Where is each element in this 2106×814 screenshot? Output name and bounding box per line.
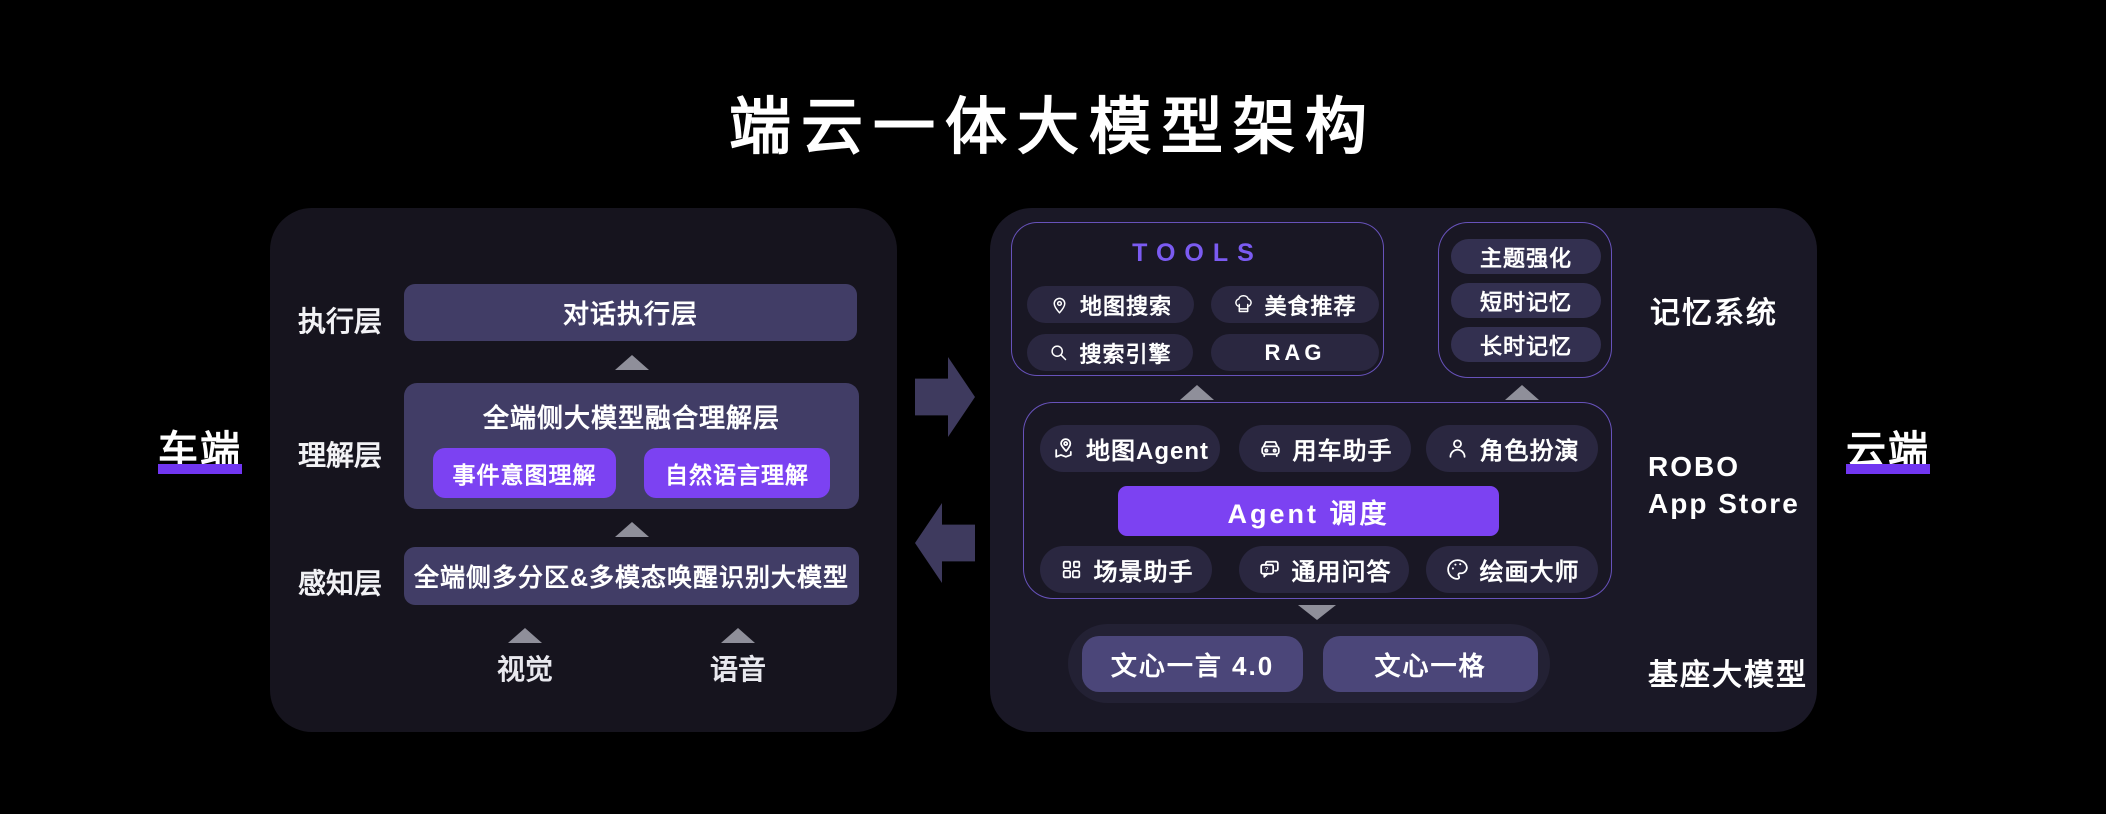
map-agent-label: 地图Agent [1086, 438, 1209, 465]
painting-master-label: 绘画大师 [1479, 559, 1580, 586]
foundation-model-label: 基座大模型 [1648, 659, 1808, 692]
scene-assistant-label: 场景助手 [1093, 559, 1194, 586]
up-arrow-icon [508, 628, 542, 643]
up-arrow-icon [1180, 385, 1214, 400]
event-intent-chip: 事件意图理解 [433, 448, 616, 498]
up-arrow-icon [615, 355, 649, 370]
robo-app-store-label: ROBO App Store [1648, 448, 1800, 522]
chef-hat-icon [1233, 294, 1254, 315]
up-arrow-icon [721, 628, 755, 643]
speech-input-label: 语音 [709, 654, 766, 685]
memory-system-label: 记忆系统 [1650, 297, 1778, 330]
understanding-layer-label: 理解层 [298, 440, 383, 471]
ernie-vilg-pill: 文心一格 [1323, 636, 1538, 692]
cloud-to-vehicle-arrow-icon [915, 503, 975, 583]
vehicle-panel: 执行层 对话执行层 全端侧大模型融合理解层 事件意图理解 自然语言理解 理解层 … [270, 208, 897, 732]
cloud-side-underline [1846, 464, 1930, 474]
general-qa-pill: ? 通用问答 [1239, 546, 1409, 593]
agent-scheduler-button: Agent 调度 [1118, 486, 1499, 536]
painting-master-pill: 绘画大师 [1426, 546, 1598, 593]
car-icon [1258, 436, 1283, 461]
role-play-pill: 角色扮演 [1426, 425, 1598, 472]
map-agent-pill: 地图Agent [1040, 425, 1220, 472]
tools-group-box: TOOLS 地图搜索 美食推荐 搜索引擎 RAG [1011, 222, 1384, 376]
up-arrow-icon [1505, 385, 1539, 400]
chat-icon: ? [1257, 557, 1282, 582]
magnifier-icon [1048, 342, 1069, 363]
down-arrow-icon [1298, 605, 1336, 620]
person-icon [1445, 436, 1470, 461]
robo-label-line1: ROBO [1648, 451, 1740, 482]
grid-icon [1059, 557, 1084, 582]
role-play-label: 角色扮演 [1479, 438, 1580, 465]
food-recommend-pill: 美食推荐 [1211, 286, 1379, 323]
perception-layer-label: 感知层 [298, 568, 383, 599]
short-term-memory-pill: 短时记忆 [1451, 283, 1601, 318]
up-arrow-icon [615, 522, 649, 537]
understanding-layer-box: 全端侧大模型融合理解层 事件意图理解 自然语言理解 [404, 383, 859, 509]
ernie-bot-pill: 文心一言 4.0 [1082, 636, 1303, 692]
tools-title: TOOLS [1132, 239, 1263, 267]
general-qa-label: 通用问答 [1291, 559, 1392, 586]
location-pin-icon [1049, 294, 1070, 315]
cloud-panel: TOOLS 地图搜索 美食推荐 搜索引擎 RAG [990, 208, 1817, 732]
search-engine-label: 搜索引擎 [1079, 341, 1172, 367]
nlu-chip: 自然语言理解 [644, 448, 830, 498]
long-term-memory-pill: 长时记忆 [1451, 327, 1601, 362]
vehicle-to-cloud-arrow-icon [915, 357, 975, 437]
understanding-box-title: 全端侧大模型融合理解层 [482, 403, 780, 433]
map-agent-icon [1051, 436, 1076, 461]
robo-label-line2: App Store [1648, 488, 1800, 519]
memory-group-box: 主题强化 短时记忆 长时记忆 [1438, 222, 1612, 378]
perception-layer-box: 全端侧多分区&多模态唤醒识别大模型 [404, 547, 859, 605]
food-recommend-label: 美食推荐 [1264, 293, 1357, 319]
agents-group-box: 地图Agent 用车助手 角色扮演 Agent 调度 场景助手 [1023, 402, 1612, 599]
map-search-label: 地图搜索 [1079, 293, 1172, 319]
vision-input-label: 视觉 [496, 654, 553, 685]
foundation-models-box: 文心一言 4.0 文心一格 [1068, 624, 1550, 703]
car-assistant-label: 用车助手 [1292, 438, 1393, 465]
dialog-execution-box: 对话执行层 [404, 284, 857, 341]
search-engine-pill: 搜索引擎 [1027, 334, 1193, 371]
vehicle-side-underline [158, 464, 242, 474]
rag-pill: RAG [1211, 334, 1379, 371]
execution-layer-label: 执行层 [298, 306, 383, 337]
topic-reinforce-pill: 主题强化 [1451, 239, 1601, 274]
map-search-pill: 地图搜索 [1027, 286, 1194, 323]
car-assistant-pill: 用车助手 [1239, 425, 1411, 472]
svg-text:?: ? [1264, 567, 1269, 574]
page-title: 端云一体大模型架构 [728, 93, 1377, 162]
palette-icon [1445, 557, 1470, 582]
scene-assistant-pill: 场景助手 [1040, 546, 1212, 593]
